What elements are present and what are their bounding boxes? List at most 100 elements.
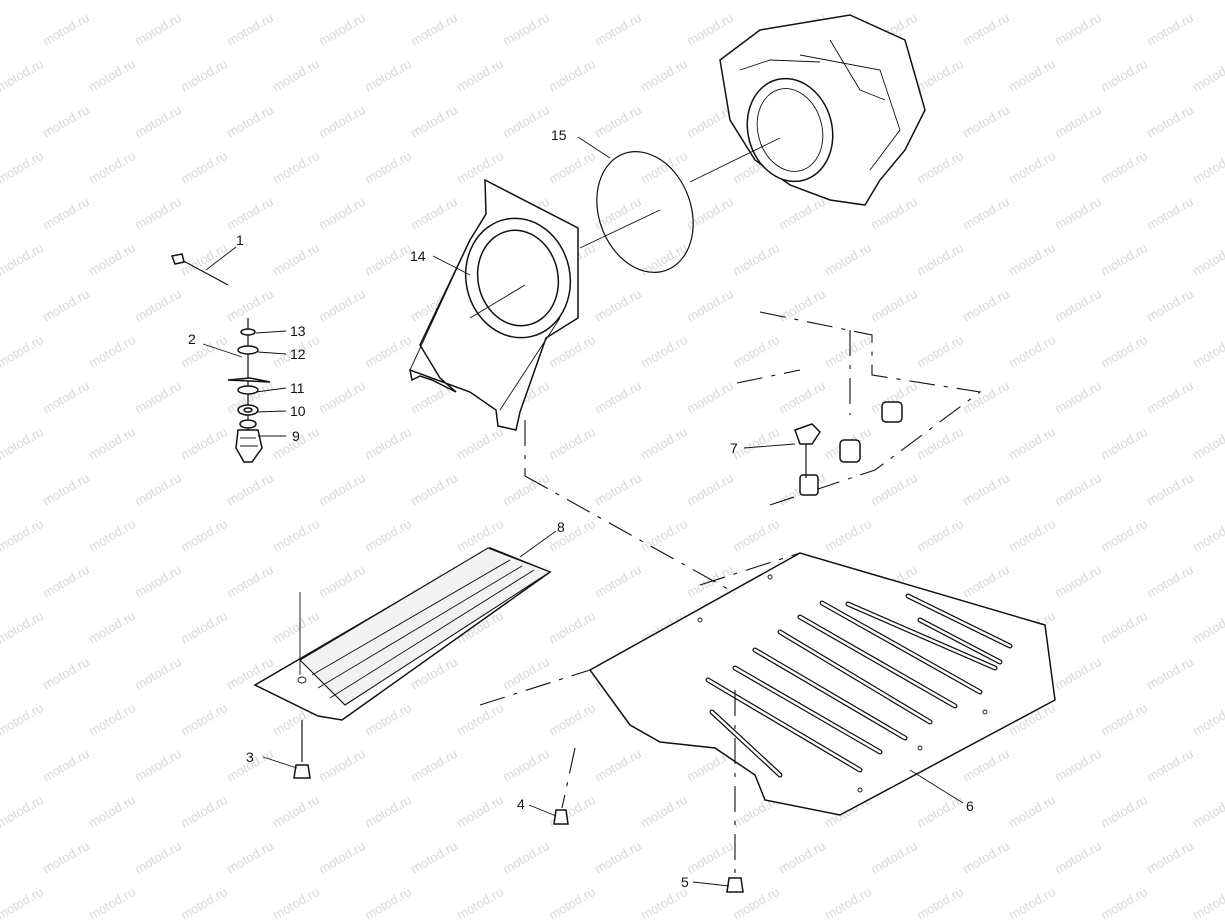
watermark-text: motod.ru — [316, 746, 368, 785]
watermark-text: motod.ru — [684, 470, 736, 509]
watermark-text: motod.ru — [270, 884, 322, 919]
watermark-text: motod.ru — [1098, 516, 1150, 555]
watermark-text: motod.ru — [178, 424, 230, 463]
watermark-text: motod.ru — [1144, 746, 1196, 785]
watermark-text: motod.ru — [1144, 654, 1196, 693]
watermark-text: motod.ru — [684, 838, 736, 877]
watermark-text: motod.ru — [454, 0, 506, 3]
watermark-text: motod.ru — [1052, 378, 1104, 417]
watermark-text: motod.ru — [408, 838, 460, 877]
watermark-text: motod.ru — [500, 746, 552, 785]
watermark-text: motod.ru — [1006, 0, 1058, 3]
deck-rib-highlight — [846, 602, 997, 670]
watermark-text: motod.ru — [638, 56, 690, 95]
watermark-text: motod.ru — [1098, 424, 1150, 463]
watermark-text: motod.ru — [1190, 56, 1225, 95]
watermark-text: motod.ru — [86, 700, 138, 739]
watermark-text: motod.ru — [454, 700, 506, 739]
part-6-deck-plate — [588, 552, 1056, 816]
watermark-text: motod.ru — [960, 10, 1012, 49]
watermark-text: motod.ru — [638, 424, 690, 463]
watermark-text: motod.ru — [1190, 240, 1225, 279]
callout-labels: 1 2 3 4 5 6 7 8 9 10 11 12 13 14 15 — [188, 127, 974, 890]
watermark-text: motod.ru — [362, 0, 414, 3]
deck-rib-highlight — [733, 666, 882, 754]
watermark-text: motod.ru — [1052, 838, 1104, 877]
watermark-text: motod.ru — [178, 56, 230, 95]
watermark-text: motod.ru — [822, 240, 874, 279]
deck-ribs — [705, 593, 1013, 778]
watermark-text: motod.ru — [960, 562, 1012, 601]
watermark-text: motod.ru — [1006, 56, 1058, 95]
watermark-text: motod.ru — [592, 286, 644, 325]
part-1-pin — [170, 253, 229, 286]
watermark-text: motod.ru — [454, 884, 506, 919]
watermark-text: motod.ru — [86, 240, 138, 279]
watermark-text: motod.ru — [822, 332, 874, 371]
watermark-text: motod.ru — [178, 792, 230, 831]
watermark-text: motod.ru — [1006, 240, 1058, 279]
deck-rib-highlight — [918, 618, 1002, 664]
watermark-text: motod.ru — [132, 746, 184, 785]
watermark-text: motod.ru — [178, 700, 230, 739]
watermark-text: motod.ru — [362, 700, 414, 739]
watermark-text: motod.ru — [960, 746, 1012, 785]
watermark-text: motod.ru — [960, 102, 1012, 141]
watermark-text: motod.ru — [1190, 884, 1225, 919]
watermark-text: motod.ru — [224, 286, 276, 325]
watermark-text: motod.ru — [960, 838, 1012, 877]
watermark-text: motod.ru — [408, 102, 460, 141]
watermark-text: motod.ru — [1098, 884, 1150, 919]
watermark-text: motod.ru — [638, 0, 690, 3]
watermark-text: motod.ru — [132, 470, 184, 509]
watermark-text: motod.ru — [1190, 332, 1225, 371]
watermark-text: motod.ru — [546, 332, 598, 371]
watermark-text: motod.ru — [592, 102, 644, 141]
watermark-text: motod.ru — [132, 378, 184, 417]
watermark-text: motod.ru — [546, 608, 598, 647]
watermark-text: motod.ru — [316, 10, 368, 49]
watermark-text: motod.ru — [546, 792, 598, 831]
watermark-text: motod.ru — [86, 608, 138, 647]
callout-15: 15 — [551, 127, 567, 143]
watermark-text: motod.ru — [914, 56, 966, 95]
watermark-text: motod.ru — [454, 56, 506, 95]
watermark-text: motod.ru — [86, 424, 138, 463]
watermark-text: motod.ru — [1052, 102, 1104, 141]
watermark-text: motod.ru — [914, 792, 966, 831]
watermark-text: motod.ru — [546, 516, 598, 555]
watermark-text: motod.ru — [178, 240, 230, 279]
watermark-text: motod.ru — [592, 194, 644, 233]
watermark-text: motod.ru — [178, 332, 230, 371]
watermark-text: motod.ru — [730, 516, 782, 555]
watermark-text: motod.ru — [454, 424, 506, 463]
watermark-text: motod.ru — [408, 10, 460, 49]
watermark-text: motod.ru — [684, 286, 736, 325]
watermark-text: motod.ru — [224, 10, 276, 49]
watermark-text: motod.ru — [1144, 378, 1196, 417]
callout-1: 1 — [236, 232, 244, 248]
watermark-text: motod.ru — [914, 884, 966, 919]
watermark-text: motod.ru — [40, 838, 92, 877]
leader-lines — [202, 136, 964, 887]
watermark-text: motod.ru — [316, 562, 368, 601]
watermark-text: motod.ru — [86, 56, 138, 95]
watermark-text: motod.ru — [1144, 10, 1196, 49]
watermark-text: motod.ru — [316, 102, 368, 141]
watermark-text: motod.ru — [868, 470, 920, 509]
watermark-text: motod.ru — [1190, 792, 1225, 831]
watermark-text: motod.ru — [960, 194, 1012, 233]
watermark-text: motod.ru — [592, 378, 644, 417]
callout-4: 4 — [517, 796, 525, 812]
watermark-text: motod.ru — [1052, 286, 1104, 325]
watermark-text: motod.ru — [868, 838, 920, 877]
watermark-text: motod.ru — [40, 378, 92, 417]
watermark-text: motod.ru — [914, 332, 966, 371]
watermark-text: motod.ru — [638, 516, 690, 555]
watermark-text: motod.ru — [638, 148, 690, 187]
callout-3: 3 — [246, 749, 254, 765]
part-14-plate — [409, 178, 579, 431]
watermark-text: motod.ru — [178, 884, 230, 919]
watermark-text: motod.ru — [914, 424, 966, 463]
watermark-text: motod.ru — [868, 286, 920, 325]
